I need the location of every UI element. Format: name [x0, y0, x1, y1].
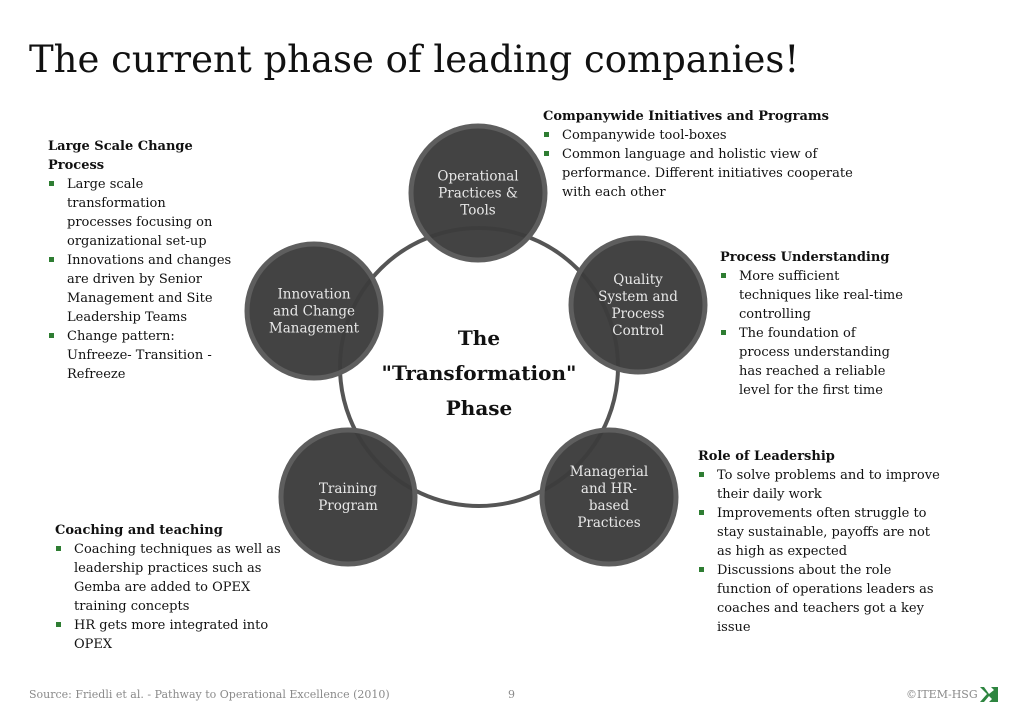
node-label-line: and Change: [273, 304, 355, 320]
node-label-line: Process: [611, 306, 664, 322]
source-citation: Source: Friedli et al. - Pathway to Oper…: [29, 688, 390, 701]
node-label-line: Management: [269, 321, 360, 337]
block-heading: Role of Leadership: [698, 449, 835, 464]
block-role-of-leadership: Role of Leadership To solve problems and …: [698, 447, 968, 637]
block-heading: Coaching and teaching: [55, 523, 223, 538]
node-label-line: System and: [598, 289, 678, 305]
node-label-line: Tools: [460, 203, 496, 219]
block-heading: Process Understanding: [720, 250, 890, 265]
node-label-line: Practices &: [438, 186, 518, 202]
node-label-line: Training: [319, 481, 378, 497]
page-number: 9: [508, 688, 515, 701]
node-label-line: Practices: [577, 515, 640, 531]
node-label-line: Managerial: [570, 464, 648, 480]
node-label-line: Quality: [613, 272, 663, 288]
node-label-line: and HR-: [581, 481, 637, 497]
list-item: Companywide tool-boxes: [543, 126, 873, 145]
center-label-line2: "Transformation": [382, 361, 577, 385]
node-label-line: based: [589, 498, 630, 514]
page-title: The current phase of leading companies!: [29, 38, 800, 81]
center-label-line3: Phase: [446, 396, 513, 420]
center-label-line1: The: [458, 326, 500, 350]
copyright: ©ITEM-HSG: [906, 688, 978, 701]
item-hsg-logo-icon: [980, 687, 998, 702]
node-label-line: Control: [612, 323, 663, 339]
list-item: Change pattern:Unfreeze- Transition -Ref…: [48, 327, 248, 384]
node-label-line: Program: [318, 498, 378, 514]
block-heading: Companywide Initiatives and Programs: [543, 109, 829, 124]
node-label-line: Innovation: [277, 287, 350, 303]
node-label-line: Operational: [437, 169, 518, 185]
